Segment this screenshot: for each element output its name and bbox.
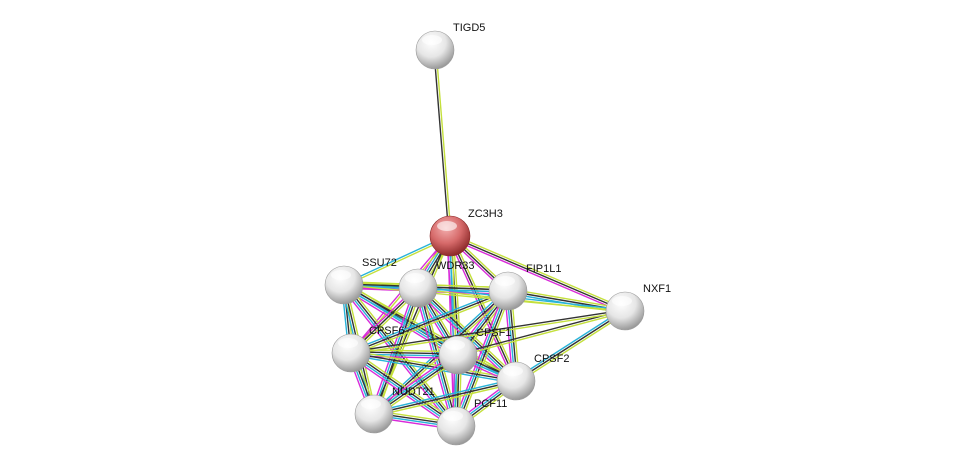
edge-NXF1-SSU72[interactable]	[343, 284, 626, 312]
node-label: ZC3H3	[468, 208, 503, 220]
edge-evidence-coexpression	[456, 291, 510, 427]
node-highlight	[361, 399, 381, 409]
edge-TIGD5-ZC3H3[interactable]	[433, 49, 452, 237]
node-highlight	[503, 366, 523, 376]
edge-evidence-coexpression	[418, 287, 458, 426]
edge-evidence-textmining	[351, 311, 626, 355]
edge-NXF1-CPSF6[interactable]	[350, 309, 626, 355]
edge-evidence-textmining	[516, 312, 627, 384]
edge-evidence-database	[514, 308, 625, 380]
edge-evidence-database	[373, 378, 516, 413]
edge-evidence-textmining	[376, 288, 422, 416]
node-label: CPSF1	[476, 327, 511, 339]
edge-evidence-textmining	[508, 288, 626, 310]
node-label: FIP1L1	[526, 263, 561, 275]
edge-evidence-coexpression	[449, 235, 517, 382]
edge-ZC3H3-NXF1[interactable]	[448, 233, 627, 314]
node-label: TIGD5	[453, 22, 485, 34]
node-label: NXF1	[643, 283, 671, 295]
edge-evidence-experiments	[447, 236, 515, 383]
node-label: WDR33	[436, 260, 475, 272]
edge-evidence-coexpression	[374, 288, 420, 415]
node-highlight	[445, 340, 465, 350]
edge-evidence-database	[449, 235, 457, 427]
node-highlight	[443, 411, 463, 421]
edge-evidence-experiments	[452, 289, 506, 426]
edge-evidence-textmining	[458, 291, 512, 428]
node-label: SSU72	[362, 257, 397, 269]
node-highlight	[405, 273, 425, 283]
node-cpsf6[interactable]: CPSF6	[331, 325, 404, 373]
node-highlight	[338, 338, 358, 348]
edge-evidence-textmining	[343, 284, 626, 312]
edge-evidence-coexpression	[350, 309, 625, 353]
edge-evidence-coexpression	[373, 380, 517, 415]
edge-NXF1-CPSF1[interactable]	[457, 309, 626, 357]
edge-evidence-coexpression	[350, 290, 509, 354]
node-fip1l1[interactable]: FIP1L1	[488, 263, 561, 311]
node-label: NUDT21	[392, 386, 435, 398]
edge-NXF1-CPSF2[interactable]	[514, 308, 627, 384]
edge-evidence-coexpression	[449, 235, 626, 312]
node-zc3h3[interactable]: ZC3H3	[429, 208, 503, 257]
node-highlight	[331, 270, 351, 280]
node-highlight	[612, 296, 632, 306]
node-ssu72[interactable]: SSU72	[324, 257, 397, 305]
edge-evidence-textmining	[352, 349, 459, 424]
edge-evidence-database	[349, 288, 508, 352]
edge-evidence-experiments	[348, 355, 455, 430]
node-tigd5[interactable]: TIGD5	[415, 22, 485, 70]
edge-evidence-textmining	[451, 234, 519, 381]
edge-evidence-coexpression	[433, 50, 450, 237]
edge-evidence-textmining	[351, 292, 510, 356]
edge-CPSF2-NUDT21[interactable]	[373, 378, 517, 417]
edge-evidence-textmining	[419, 285, 519, 380]
edge-evidence-textmining	[458, 311, 626, 357]
node-label: PCF11	[474, 398, 507, 410]
edge-evidence-coexpression	[457, 309, 625, 355]
edge-evidence-textmining	[435, 49, 452, 236]
edge-evidence-experiments	[448, 237, 625, 314]
edge-evidence-database	[416, 288, 516, 383]
edge-evidence-database	[342, 285, 456, 428]
node-pcf11[interactable]: PCF11	[436, 398, 507, 446]
node-label: CPSF6	[369, 325, 404, 337]
edge-evidence-experiments	[447, 236, 455, 427]
node-highlight	[437, 221, 457, 231]
edge-evidence-database	[454, 290, 508, 426]
node-highlight	[495, 276, 515, 286]
node-cpsf2[interactable]: CPSF2	[496, 353, 569, 401]
edge-evidence-coexpression	[515, 310, 626, 382]
edge-evidence-coexpression	[350, 352, 517, 382]
edge-ZC3H3-CPSF2[interactable]	[447, 234, 519, 383]
node-highlight	[422, 35, 442, 45]
node-label: CPSF2	[534, 353, 569, 365]
node-cpsf1[interactable]: CPSF1	[438, 327, 511, 375]
node-wdr33[interactable]: WDR33	[398, 260, 475, 308]
node-nudt21[interactable]: NUDT21	[354, 386, 435, 434]
node-nxf1[interactable]: NXF1	[605, 283, 671, 331]
edge-FIP1L1-CPSF6[interactable]	[349, 288, 510, 356]
edge-evidence-textmining	[374, 382, 517, 417]
edge-evidence-textmining	[450, 233, 627, 310]
edge-FIP1L1-PCF11[interactable]	[452, 289, 512, 428]
edge-layer	[340, 49, 627, 430]
edge-evidence-textmining	[351, 350, 517, 380]
